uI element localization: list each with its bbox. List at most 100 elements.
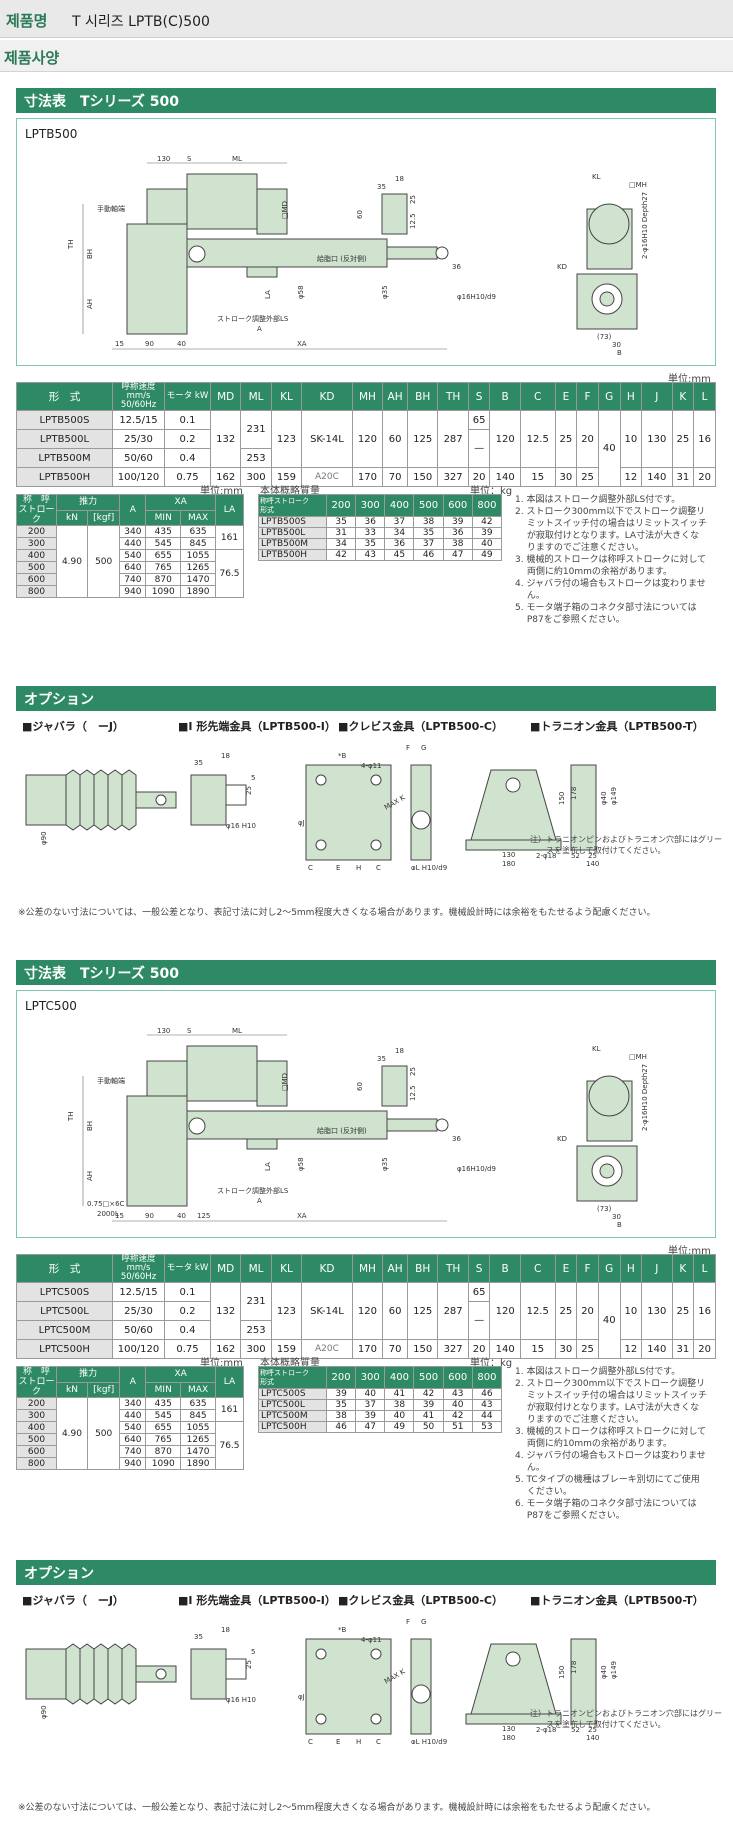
bh-cell: 150 (407, 467, 439, 487)
note-line: 5. TCタイプの機種はブレーキ別切にてご使用 (515, 1475, 700, 1485)
kl-cell: 159 (270, 1339, 303, 1359)
mass-stroke-header: 300 (355, 1366, 386, 1389)
svg-text:150: 150 (558, 1666, 566, 1679)
note-line: 5. モータ端子箱のコネクタ部寸法については (515, 603, 697, 613)
trunnion-note: 注）トラニオンピンおよびトラニオン穴部にはグリー スを塗布して取付けてください。 (530, 1708, 722, 1730)
svg-text:φ40: φ40 (600, 791, 608, 805)
units-kg-label: 単位：kg (470, 486, 513, 497)
mass-cell: 42 (442, 1410, 473, 1422)
corner-top-label: 称呼ストローク (260, 1368, 309, 1377)
spec-header-cell: L (693, 1254, 716, 1283)
mass-cell: 46 (325, 1421, 357, 1433)
spec-header-cell: K (671, 382, 695, 411)
svg-text:φL H10/d9: φL H10/d9 (411, 864, 447, 870)
speed-cell: 25/30 (112, 429, 165, 449)
model-cell: LPTB500L (16, 429, 113, 449)
spec-header-cell: ML (240, 382, 272, 411)
svg-text:2-φ16H10 Depth27: 2-φ16H10 Depth27 (641, 192, 649, 259)
svg-text:XA: XA (297, 1212, 307, 1220)
svg-text:140: 140 (586, 1734, 599, 1742)
spec-header-cell: E (554, 1254, 578, 1283)
svg-text:AH: AH (86, 1171, 94, 1181)
mass-cell: 37 (384, 516, 415, 528)
speed-cell: 25/30 (112, 1301, 165, 1321)
note-line: 4. ジャバラ付の場合もストロークは変わりませ (515, 1451, 706, 1461)
mass-cell: 49 (471, 549, 503, 561)
mass-cell: 47 (442, 549, 473, 561)
svg-text:2-φ16H10 Depth27: 2-φ16H10 Depth27 (641, 1064, 649, 1131)
mass-cell: 38 (325, 1410, 357, 1422)
svg-text:S: S (187, 155, 192, 163)
svg-text:φ16 H10: φ16 H10 (226, 822, 256, 830)
ml-cell: 300 (240, 1339, 272, 1359)
mass-stroke-header: 200 (325, 494, 357, 517)
svg-text:BH: BH (86, 249, 94, 259)
spec-header-cell: L (693, 382, 716, 411)
svg-text:ML: ML (232, 155, 242, 163)
svg-text:25: 25 (409, 195, 417, 204)
spec-header-cell: C (519, 1254, 556, 1283)
svg-text:12.5: 12.5 (409, 1085, 417, 1101)
section-title-bar: 寸法表 Tシリーズ 500 (16, 88, 716, 113)
spec-header-cell: 呼称速度 mm/s 50/60Hz (112, 1254, 165, 1283)
speed-cell: 12.5/15 (112, 1282, 165, 1302)
spec-header-cell: J (641, 382, 673, 411)
model-cell: LPTB500H (16, 467, 113, 487)
svg-text:C: C (376, 864, 381, 870)
mass-cell: 39 (471, 527, 503, 539)
spec-header-cell: S (467, 382, 491, 411)
speed-cell: 12.5/15 (112, 410, 165, 430)
svg-text:25: 25 (245, 1660, 253, 1669)
s-cell: — (467, 429, 491, 468)
mass-cell: 41 (384, 1388, 415, 1400)
a-cell: 440 (119, 537, 147, 550)
svg-text:KD: KD (557, 1135, 567, 1143)
kw-cell: 0.75 (164, 467, 211, 487)
min-cell: 435 (145, 1397, 182, 1410)
svg-text:25: 25 (588, 1726, 597, 1734)
speed-cell: 50/60 (112, 1320, 165, 1340)
svg-text:BH: BH (86, 1121, 94, 1131)
mass-cell: 39 (442, 516, 473, 528)
svg-text:5: 5 (251, 1648, 255, 1656)
option-item-title: ■I 形先端金具（LPTB500-I） (178, 1594, 336, 1607)
thrust-header: 推力 (55, 494, 121, 511)
j-cell: 140 (641, 1339, 673, 1359)
max-header: MAX (180, 509, 216, 526)
svg-text:25: 25 (245, 786, 253, 795)
g-cell: 40 (597, 1282, 621, 1359)
spec-header-cell: MD (209, 382, 242, 411)
min-cell: 655 (145, 1421, 182, 1434)
spec-header-cell: TH (437, 1254, 469, 1283)
svg-text:ML: ML (232, 1027, 242, 1035)
svg-text:90: 90 (145, 1212, 154, 1220)
spec-header-cell: J (641, 1254, 673, 1283)
a-cell: 440 (119, 1409, 147, 1422)
spec-header-cell: F (576, 1254, 599, 1283)
max-cell: 845 (180, 537, 216, 550)
spec-header-cell: B (489, 382, 521, 411)
la-header: LA (215, 494, 244, 526)
svg-text:□MH: □MH (629, 181, 647, 189)
ah-cell: 70 (382, 1339, 409, 1359)
model-cell: LPTC500S (16, 1282, 113, 1302)
options-title: オプション (24, 692, 94, 708)
mass-cell: 37 (355, 1399, 386, 1411)
svg-text:*B: *B (338, 1626, 347, 1634)
note-line: 両側に約10mmの余裕があります。 (515, 1439, 672, 1449)
xa-header: XA (145, 494, 216, 511)
mass-title: 本体概略質量 (260, 1358, 320, 1369)
svg-text:15: 15 (115, 1212, 124, 1220)
spec-header-cell: G (597, 1254, 621, 1283)
a-cell: 940 (119, 1457, 147, 1470)
stroke-cell: 800 (16, 1457, 57, 1470)
product-name-bar: 제품명 T 시리즈 LPTB(C)500 (0, 0, 733, 38)
kw-cell: 0.2 (164, 1301, 211, 1321)
mass-cell: 36 (355, 516, 386, 528)
model-cell: LPTB500M (16, 448, 113, 468)
svg-text:φ58: φ58 (297, 1157, 305, 1171)
